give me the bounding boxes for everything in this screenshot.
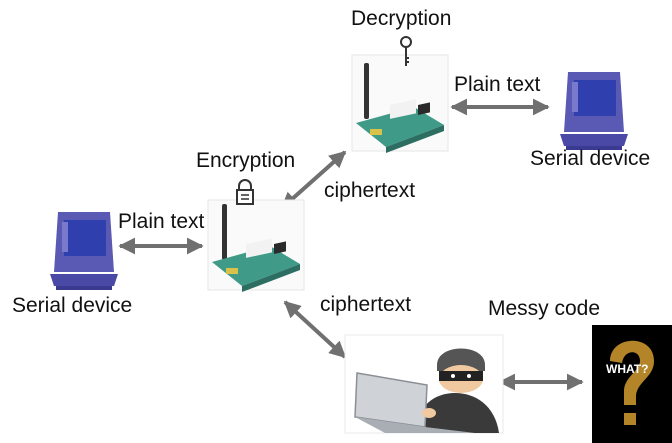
encryption-label: Encryption [196,149,296,172]
messy-code-label: Messy code [488,297,601,320]
question-mark-icon: WHAT? [592,325,672,443]
decryption-label: Decryption [351,7,452,30]
serial-device-label-left: Serial device [12,294,133,317]
serial-device-label-right: Serial device [530,147,651,170]
hacker-icon [344,334,504,434]
arrow-lower-module-to-upper-module [280,150,347,210]
computer-icon-right [560,72,628,150]
computer-icon-left [50,212,118,290]
arrow-lower-module-to-hacker [283,300,347,359]
plain-text-label-left: Plain text [118,210,205,233]
ciphertext-label-lower: ciphertext [320,293,412,316]
router-module-icon-lower [207,199,305,292]
key-icon [400,36,412,66]
arrows [118,98,584,391]
lock-icon [236,179,254,205]
what-text: WHAT? [606,362,648,376]
router-module-icon-upper [351,54,449,153]
plain-text-label-top: Plain text [454,73,541,96]
ciphertext-label-upper: ciphertext [324,179,416,202]
